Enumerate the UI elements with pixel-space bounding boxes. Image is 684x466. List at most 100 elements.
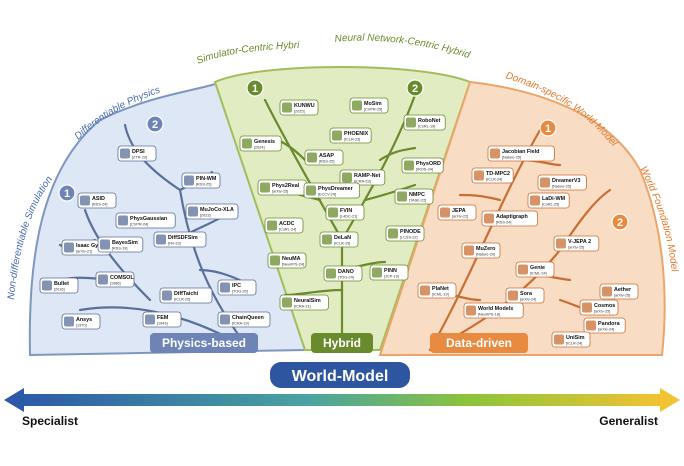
node-venue: [NeurIPS-24] [282,263,304,267]
node-name: Bullet [54,281,69,287]
institution-logo-icon [388,228,398,239]
institution-logo-icon [602,286,612,297]
node-name: FEM [157,315,169,321]
institution-logo-icon [307,152,317,163]
institution-logo-icon [484,213,494,224]
institution-logo-icon [42,280,52,291]
node-difftaichi: DiffTaichi[ICLR-20] [159,287,213,304]
node-venue: [TOG-24] [338,276,354,280]
node-name: Jacobian Field [502,149,539,155]
node-venue: [RSS-24] [92,203,107,207]
institution-logo-icon [530,195,540,206]
node-asap: ASAP[RSS-25] [304,149,344,166]
node-venue: [ICLR-20] [174,298,190,302]
badge-number: 2 [412,83,418,95]
node-venue: [CVPR-24] [130,223,148,227]
arrow-left-head [4,388,24,412]
institution-logo-icon [188,206,198,217]
institution-logo-icon [184,175,194,186]
world-model-label: World-Model [292,368,389,385]
hybrid-label-bg [311,333,373,353]
node-jepa: JEPA[arXiv-22] [437,204,477,221]
node-name: RoboNet [418,118,441,124]
institution-logo-icon [342,172,352,183]
node-genesis: Genesis[2024] [239,135,282,152]
node-name: NMPC [409,192,425,198]
node-name: DANO [338,269,354,275]
node-pin-wm: PIN-WM[RSS-25] [181,172,221,189]
node-dano: DANO[TOG-24] [323,265,363,282]
badge-number: 2 [617,217,623,229]
institution-logo-icon [352,100,362,111]
node-venue: [CoRL-24] [279,228,296,232]
institution-logo-icon [306,185,316,196]
node-venue: [ICLR-23] [344,138,360,142]
node-venue: [ICLR-19] [334,242,350,246]
institution-logo-icon [518,264,528,275]
node-venue: [ICLR-24] [566,342,582,346]
data-driven-label: Data-driven [446,336,512,350]
section-badge-physics-2: 2 [146,115,164,133]
node-kunwu: KUNWU[2025] [279,99,319,116]
node-venue: [arXiv-25] [272,190,288,194]
node-muzero: MuZero[Nature-20] [461,242,501,259]
node-name: ACDC [279,221,295,227]
world-model-label-bg [270,362,410,388]
institution-logo-icon [556,238,566,249]
node-name: DiffSDFSim [168,235,198,241]
node-diffsdfsim: DiffSDFSim[NV-23] [153,231,207,248]
node-genie: Genie[ICML-24] [515,261,555,278]
arc-label-simulator-centric: Simulator-Centric Hybrid [0,0,300,67]
node-box [159,287,213,304]
node-box [279,294,329,311]
node-name: BayesSim [112,240,138,246]
node-box [481,210,538,227]
node-adaptigraph: Adaptigraph[RSS-24] [481,210,538,227]
node-neuralsim: NeuralSim[ICRA-21] [279,294,329,311]
institution-logo-icon [554,334,564,345]
node-ramp-net: RAMP-Net[ICRA-23] [339,169,386,186]
node-venue: [ZTR-23] [132,156,147,160]
node-pinode: PINODE[LCSS-22] [385,225,425,242]
node-delan: DeLaN[ICLR-19] [319,231,359,248]
specialist-label: Specialist [22,414,79,428]
node-ansys: Ansys[1970] [61,313,101,330]
node-venue: [2016] [54,288,65,292]
node-name: IPC [232,283,241,289]
node-box [153,231,207,248]
institution-logo-icon [332,130,342,141]
node-box [463,302,524,319]
institution-logo-icon [162,290,172,301]
node-box [185,203,239,220]
node-venue: [RSS-25] [319,160,334,164]
institution-logo-icon [242,138,252,149]
generalist-label: Generalist [599,414,658,428]
node-pinn: PINN[JCP-19] [369,264,409,281]
node-name: World Models [478,306,513,312]
node-name: Aether [614,287,632,293]
badge-number: 1 [545,123,551,135]
institution-logo-icon [326,268,336,279]
node-name: DreamerV3 [552,178,580,184]
node-box [487,145,555,162]
node-venue: [ICLR-24] [486,178,502,182]
node-name: Genie [530,265,545,271]
node-aether: Aether[arXiv-25] [599,283,639,300]
node-mosim: MoSim[CVPR-25] [349,97,389,114]
institution-logo-icon [267,220,277,231]
institution-logo-icon [540,177,550,188]
node-name: TD-MPC2 [486,171,510,177]
section-badge-hybrid-2: 2 [406,79,424,97]
node-name: MuZero [476,246,496,252]
institution-logo-icon [270,255,280,266]
node-name: PlaNet [432,286,449,292]
node-venue: [1943] [157,322,168,326]
node-bullet: Bullet[2016] [39,277,79,294]
node-name: PINODE [400,229,421,235]
node-venue: [arXiv-21] [76,250,92,254]
node-venue: [ICRA-19] [232,322,249,326]
node-name: Isaac Gym [76,243,103,249]
node-name: PIN-WM [196,176,217,182]
node-phoenix: PHOENIX[ICLR-23] [329,127,372,144]
